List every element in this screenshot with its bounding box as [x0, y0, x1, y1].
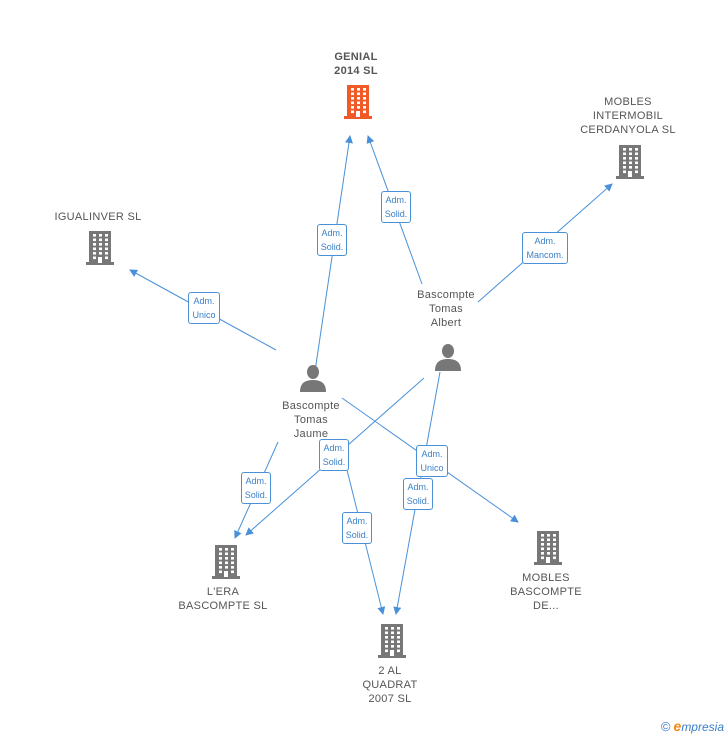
building-icon-genial[interactable] [343, 85, 373, 119]
building-icon-igualinver[interactable] [85, 231, 115, 265]
node-label-mobles_inter[interactable]: MOBLES INTERMOBIL CERDANYOLA SL [580, 96, 676, 136]
edge-label-albert-to-alquadrat[interactable]: Adm. Solid. [402, 478, 434, 510]
node-label-igualinver[interactable]: IGUALINVER SL [54, 211, 142, 223]
edge-label-albert-to-genial[interactable]: Adm. Solid. [380, 191, 412, 223]
person-icon-jaume[interactable] [299, 364, 327, 392]
node-label-mobles_basc[interactable]: MOBLES BASCOMPTE DE... [510, 572, 582, 612]
building-icon-mobles_basc[interactable] [533, 531, 563, 565]
edge-label-albert-to-mobles_inter[interactable]: Adm. Mancom. [522, 232, 568, 264]
building-icon-mobles_inter[interactable] [615, 145, 645, 179]
edge-label-albert-to-lera[interactable]: Adm. Solid. [318, 439, 350, 471]
edge-label-jaume-to-genial[interactable]: Adm. Solid. [316, 224, 348, 256]
copyright-symbol: © [660, 718, 671, 734]
node-label-alquadrat[interactable]: 2 AL QUADRAT 2007 SL [362, 665, 418, 705]
empresia-logo: empresia [673, 718, 724, 734]
node-label-genial[interactable]: GENIAL 2014 SL [334, 51, 378, 77]
node-label-lera[interactable]: L'ERA BASCOMPTE SL [178, 586, 268, 612]
footer-brand: © empresia [661, 718, 724, 734]
building-icon-lera[interactable] [211, 545, 241, 579]
node-label-jaume[interactable]: Bascompte Tomas Jaume [282, 400, 340, 440]
edge-label-jaume-to-lera[interactable]: Adm. Solid. [240, 472, 272, 504]
person-icon-albert[interactable] [434, 343, 462, 371]
edge-label-jaume-to-igualinver[interactable]: Adm. Unico [188, 292, 220, 324]
building-icon-alquadrat[interactable] [377, 624, 407, 658]
edge-label-jaume-to-alquadrat[interactable]: Adm. Solid. [341, 512, 373, 544]
edge-jaume-to-genial [313, 135, 353, 379]
edge-label-jaume-to-mobles_basc[interactable]: Adm. Unico [416, 445, 448, 477]
node-label-albert[interactable]: Bascompte Tomas Albert [417, 289, 475, 329]
